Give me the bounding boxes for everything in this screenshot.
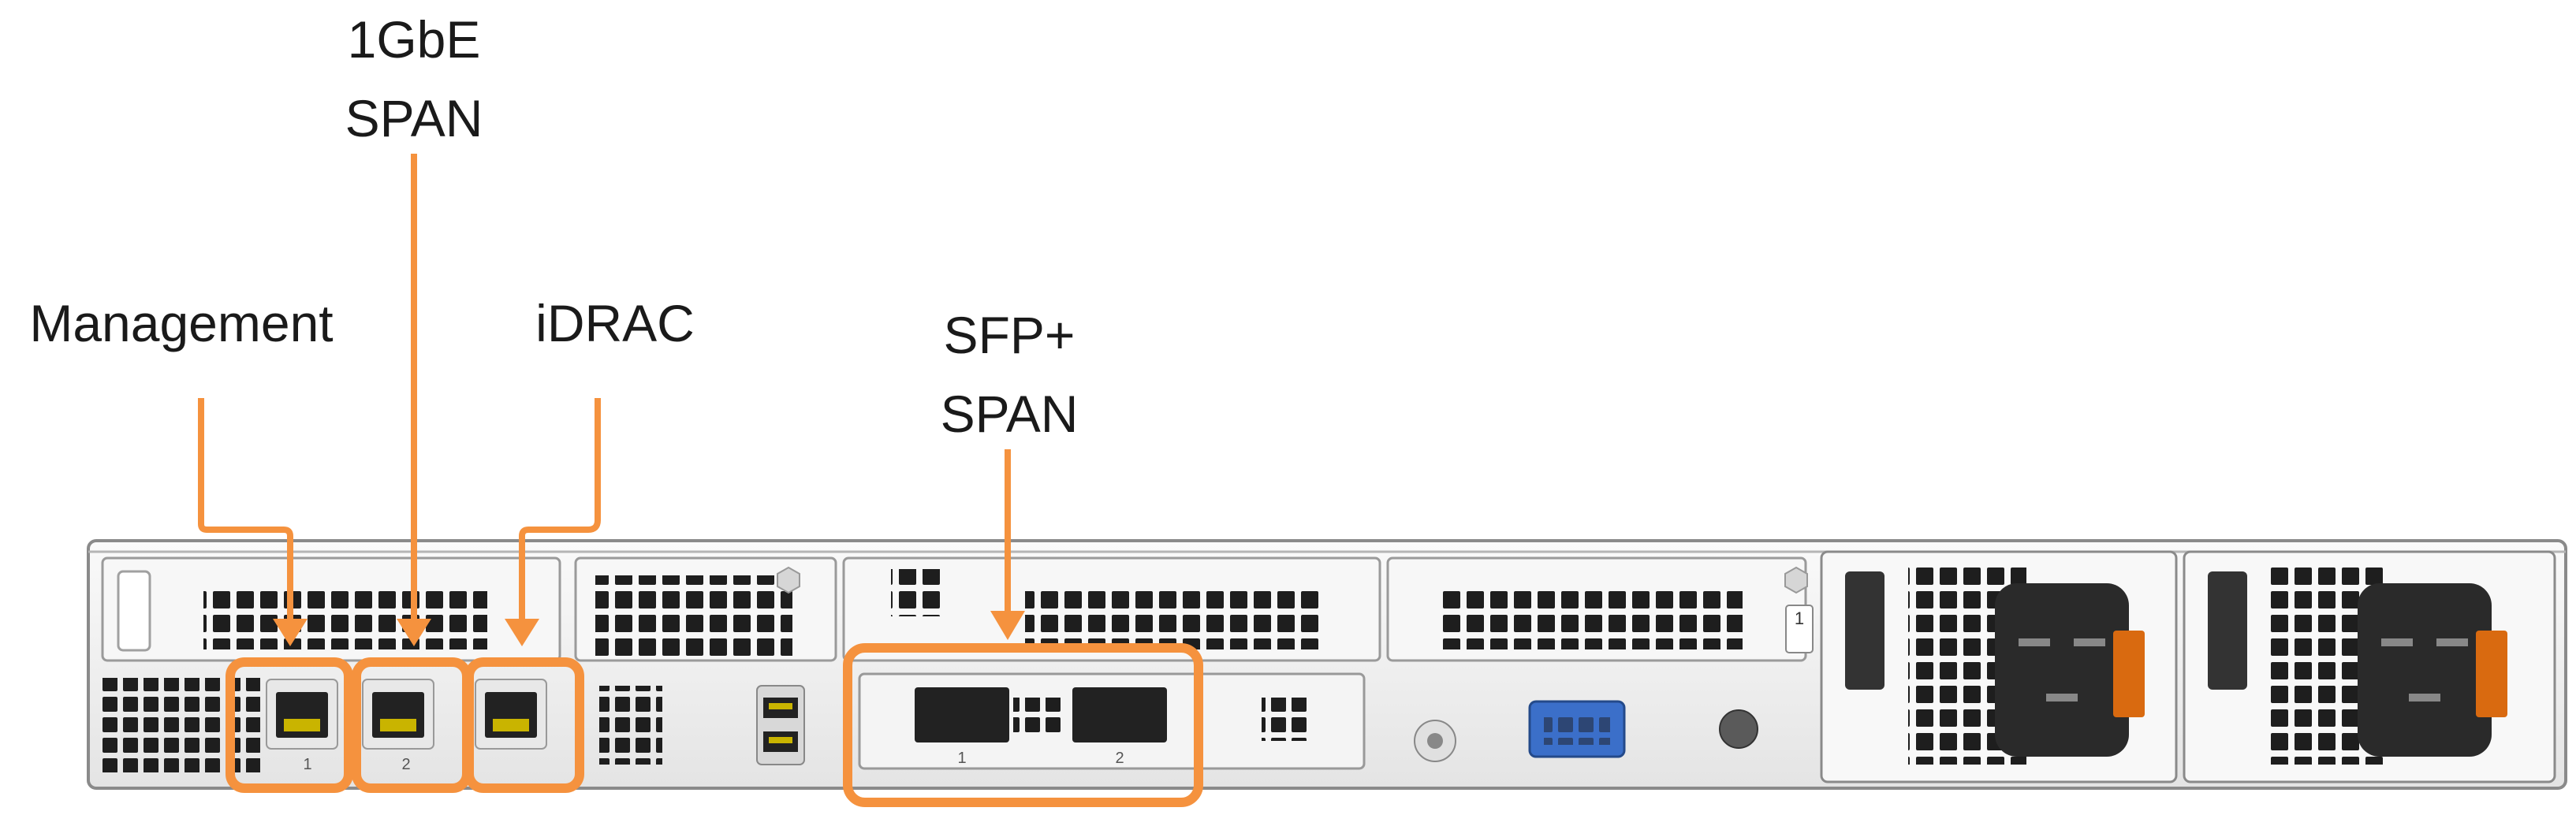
label-idrac: iDRAC: [535, 294, 695, 352]
arrow-idrac: [505, 619, 539, 646]
leader-management: [198, 398, 293, 623]
riser-bay-1: [101, 556, 561, 662]
riser-bay-4: 1: [1386, 556, 1814, 662]
label-1gbe-span: 1GbE SPAN: [331, 0, 497, 158]
sfp-card: 1 2: [858, 672, 1366, 770]
label-sfp-span: SFP+ SPAN: [923, 296, 1096, 453]
highlight-sfp-span-ports: [843, 643, 1203, 807]
arrow-management: [273, 619, 308, 646]
highlight-idrac-port: [464, 657, 584, 793]
label-1gbe-span-line2: SPAN: [345, 89, 483, 147]
highlight-management-port: [226, 657, 353, 793]
sfp1-port-mark: 1: [957, 750, 966, 767]
power-supply-1: [1820, 550, 2178, 783]
leader-idrac: [519, 398, 601, 623]
rj45-port-idrac: [475, 679, 547, 750]
arrow-sfp-span: [990, 611, 1025, 640]
arrow-1gbe-span: [397, 619, 431, 646]
label-sfp-span-line1: SFP+: [943, 306, 1076, 364]
callout-lines: [198, 154, 1011, 623]
nic1-port-mark: 1: [303, 756, 311, 773]
rj45-port-1gbe-span: 2: [362, 679, 434, 773]
riser-bay-3: [842, 556, 1381, 662]
label-management: Management: [29, 294, 334, 352]
label-1gbe-span-line1: 1GbE: [347, 10, 481, 69]
slot-number: 1: [1795, 608, 1804, 628]
nic2-port-mark: 2: [401, 756, 410, 773]
callout-boxes: [226, 643, 1203, 807]
riser-bay-2: [574, 556, 837, 662]
rj45-port-management: 1: [266, 679, 338, 773]
vga-port: [1414, 700, 1758, 762]
sfp2-port-mark: 2: [1115, 750, 1124, 767]
label-sfp-span-line2: SPAN: [940, 385, 1079, 443]
callout-arrowheads: [273, 611, 1025, 646]
usb-ports: [756, 685, 805, 765]
power-supply-2: [2183, 550, 2556, 783]
